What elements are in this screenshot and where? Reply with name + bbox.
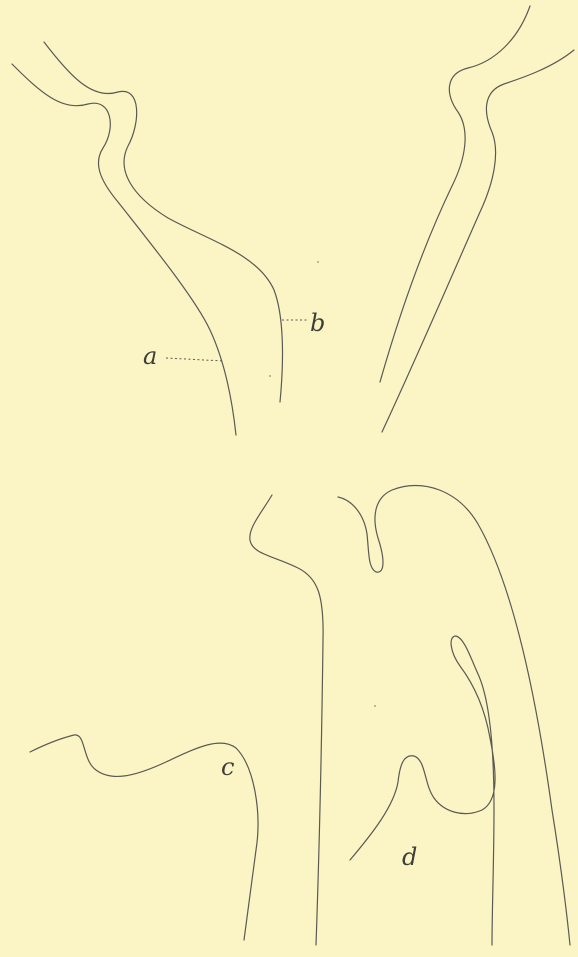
stalk-left-edge [250,495,323,945]
label-d: d [402,843,417,871]
small-hooked-lobe [338,485,570,945]
looped-inner-margin [350,636,495,945]
label-b: b [310,309,325,337]
leader-line-a [166,358,224,361]
speck-2 [269,375,271,377]
right-branch-inner-edge [382,50,574,432]
label-c: c [221,753,234,781]
left-branch-outer-edge [12,64,236,435]
label-a: a [143,342,157,370]
speck-3 [374,705,376,707]
speck-1 [317,261,319,263]
left-branch-inner-edge [44,42,282,402]
right-branch-outer-edge [380,6,530,382]
